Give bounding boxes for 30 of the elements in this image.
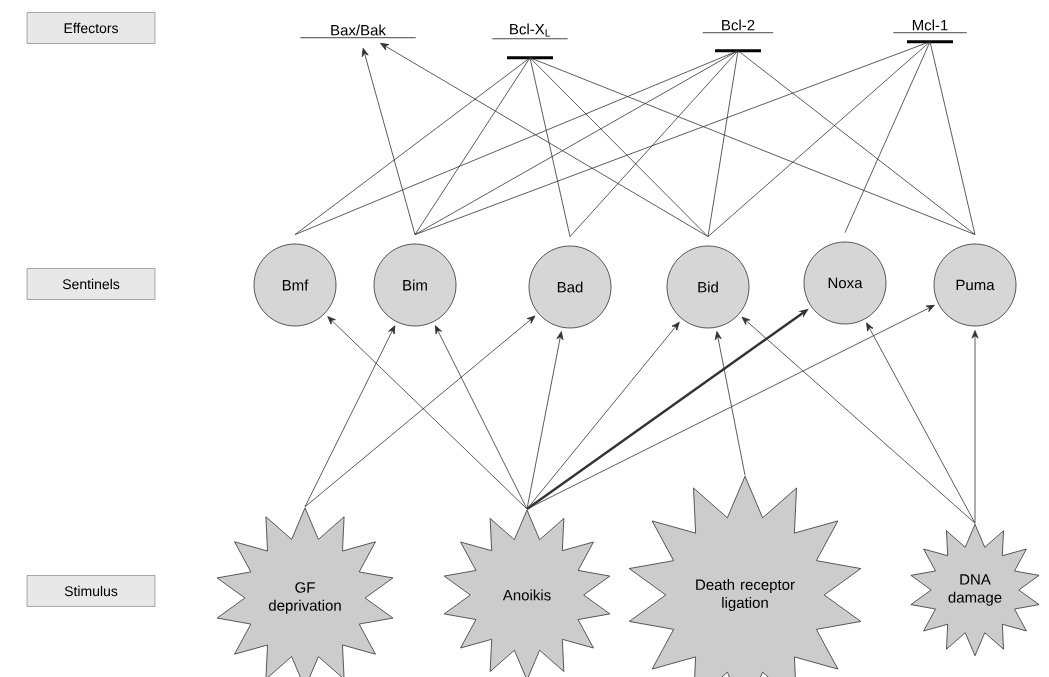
protein-label: Bcl-2 bbox=[702, 19, 774, 53]
arrow bbox=[361, 47, 416, 235]
inhibition-line bbox=[707, 41, 931, 237]
arrow bbox=[971, 330, 979, 524]
row-label-box: Sentinels bbox=[26, 268, 156, 300]
row-label-box: Stimulus bbox=[26, 575, 156, 607]
inhibition-line bbox=[529, 57, 976, 235]
protein-label: Mcl-1 bbox=[892, 19, 968, 44]
arrow bbox=[526, 331, 564, 510]
inhibition-line bbox=[737, 50, 976, 235]
inhibition-line bbox=[414, 57, 531, 235]
arrow bbox=[741, 316, 976, 524]
inhibition-line bbox=[529, 57, 571, 237]
protein-label: Bcl-X$_{L}$ bbox=[491, 23, 569, 60]
inhibition-line bbox=[569, 50, 739, 237]
inhibition-line bbox=[294, 57, 531, 235]
protein-label: Bax/Bak bbox=[299, 24, 417, 39]
arrow bbox=[866, 322, 976, 524]
inhibition-line bbox=[707, 50, 739, 237]
inhibition-line bbox=[929, 41, 976, 235]
arrow bbox=[434, 325, 528, 510]
inhibition-line bbox=[844, 41, 931, 233]
arrow bbox=[526, 304, 935, 510]
arrow bbox=[380, 42, 709, 237]
inhibition-line bbox=[529, 57, 709, 237]
inhibition-line bbox=[414, 50, 739, 235]
arrow bbox=[714, 331, 746, 476]
row-label-box: Effectors bbox=[26, 12, 156, 44]
arrow bbox=[304, 325, 396, 508]
inhibition-line bbox=[414, 41, 931, 235]
